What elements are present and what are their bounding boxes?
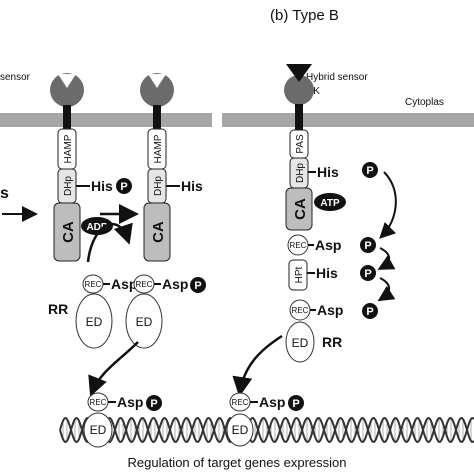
asp-residue-rr1: Asp (111, 276, 137, 292)
ed-domain-bound-left (83, 412, 113, 448)
svg-text:ED: ED (136, 315, 153, 329)
dna-bound-rr-right: ED REC Asp P (226, 392, 304, 447)
phosphate-his-1 (116, 178, 132, 194)
panel-title-type-b: (b) Type B (270, 7, 339, 24)
tm-helix-1 (63, 105, 71, 129)
diagram-caption: Regulation of target genes expression (128, 455, 347, 470)
phosphate-his-hybrid (362, 162, 378, 178)
pas-label: PAS (295, 134, 306, 154)
tm-helix-2 (153, 105, 161, 129)
ca-label-2: CA (150, 221, 167, 243)
ca-domain-1 (53, 202, 81, 262)
dna-strand-1 (59, 417, 474, 443)
relay-arrow-hpt-to-rr (377, 277, 396, 302)
phosphate-his-hpt (360, 265, 376, 281)
svg-text:P: P (120, 181, 127, 193)
sensor-domain-2 (140, 73, 174, 107)
svg-text:ATP: ATP (320, 198, 340, 209)
response-regulator-type-b: REC Asp P ED RR (285, 299, 378, 363)
membrane-right (222, 113, 474, 127)
svg-text:REC: REC (292, 306, 309, 315)
stimulus-label: s (0, 185, 9, 202)
ed-domain-rr1 (75, 293, 113, 349)
sensor-domain-hybrid (284, 75, 314, 105)
rr-label-left: RR (48, 301, 68, 317)
sensor-domain-1 (50, 73, 84, 107)
tm-helix-hybrid (295, 104, 303, 130)
histidine-kinase-1: HAMP DHp CA His P ADP (50, 73, 132, 262)
ed-domain-rr-b (285, 321, 315, 363)
asp-residue-rr2: Asp (162, 276, 188, 292)
phosphate-bound-right (288, 395, 304, 411)
his-residue-1: His (91, 178, 113, 194)
rr-to-dna-arrow-right (232, 334, 283, 397)
svg-text:P: P (292, 398, 299, 410)
dhp-label-1: DHp (63, 176, 74, 196)
asp-residue-bound-right: Asp (259, 394, 285, 410)
hamp-label-2: HAMP (153, 134, 164, 163)
svg-text:P: P (364, 268, 371, 280)
histidine-kinase-2: HAMP DHp CA His (140, 73, 203, 262)
phosphate-bound-left (146, 395, 162, 411)
signal-ligand (286, 64, 312, 82)
dna-double-helix (59, 417, 474, 443)
svg-text:REC: REC (90, 398, 107, 407)
phosphate-asp-rr2 (190, 277, 206, 293)
his-residue-hpt: His (316, 265, 338, 281)
hpt-label: HPt (294, 266, 305, 283)
his-residue-2: His (181, 178, 203, 194)
his-residue-hybrid: His (317, 164, 339, 180)
ca-label-hybrid: CA (292, 198, 309, 220)
dna-bound-rr-left: ED REC Asp P (83, 392, 162, 448)
ed-domain-bound-right (226, 413, 254, 447)
membrane-left (0, 113, 212, 127)
phosphate-asp-hybrid (360, 237, 376, 253)
ca-domain-2 (143, 202, 171, 262)
atp-molecule (314, 193, 346, 211)
svg-text:ED: ED (292, 336, 309, 350)
cytoplasm-label: Cytoplas (405, 97, 444, 108)
svg-text:REC: REC (290, 241, 307, 250)
hybrid-histidine-kinase: PAS DHp CA His P ATP REC Asp P HPt His P (284, 64, 378, 291)
hpt-domain (288, 259, 308, 291)
svg-text:REC: REC (136, 280, 153, 289)
sensor-label: sensor (0, 72, 31, 83)
svg-text:REC: REC (85, 280, 102, 289)
svg-text:REC: REC (232, 398, 249, 407)
svg-text:ED: ED (86, 315, 103, 329)
response-regulator-2: REC Asp P ED (125, 274, 206, 349)
svg-text:P: P (366, 306, 373, 318)
svg-text:ED: ED (232, 423, 249, 437)
rr-label-right: RR (322, 334, 342, 350)
asp-residue-bound-left: Asp (117, 394, 143, 410)
response-regulator-1: REC Asp ED RR (48, 274, 137, 349)
asp-residue-rr-b: Asp (317, 302, 343, 318)
phosphate-asp-rr-b (362, 303, 378, 319)
relay-arrow-asp-to-hpt (377, 247, 396, 270)
dna-strand-2 (59, 417, 474, 443)
adp-molecule (81, 217, 113, 235)
svg-text:ADP: ADP (86, 222, 107, 233)
dhp-label-2: DHp (153, 176, 164, 196)
rr-to-dna-arrow-left (88, 341, 139, 397)
ca-domain-hybrid (285, 187, 313, 231)
svg-text:P: P (364, 240, 371, 252)
dhp-label-hybrid: DHp (295, 163, 306, 183)
asp-residue-hybrid: Asp (315, 237, 341, 253)
phosphotransfer-arrow (86, 222, 133, 263)
ed-domain-rr2 (125, 293, 163, 349)
svg-text:P: P (150, 398, 157, 410)
hybrid-sensor-label: Hybrid sensor (306, 72, 368, 83)
svg-text:P: P (194, 280, 201, 292)
relay-arrow-his-to-asp (379, 171, 397, 239)
svg-text:P: P (366, 165, 373, 177)
hamp-label-1: HAMP (63, 134, 74, 163)
ca-label-1: CA (60, 221, 77, 243)
svg-text:ED: ED (90, 423, 107, 437)
